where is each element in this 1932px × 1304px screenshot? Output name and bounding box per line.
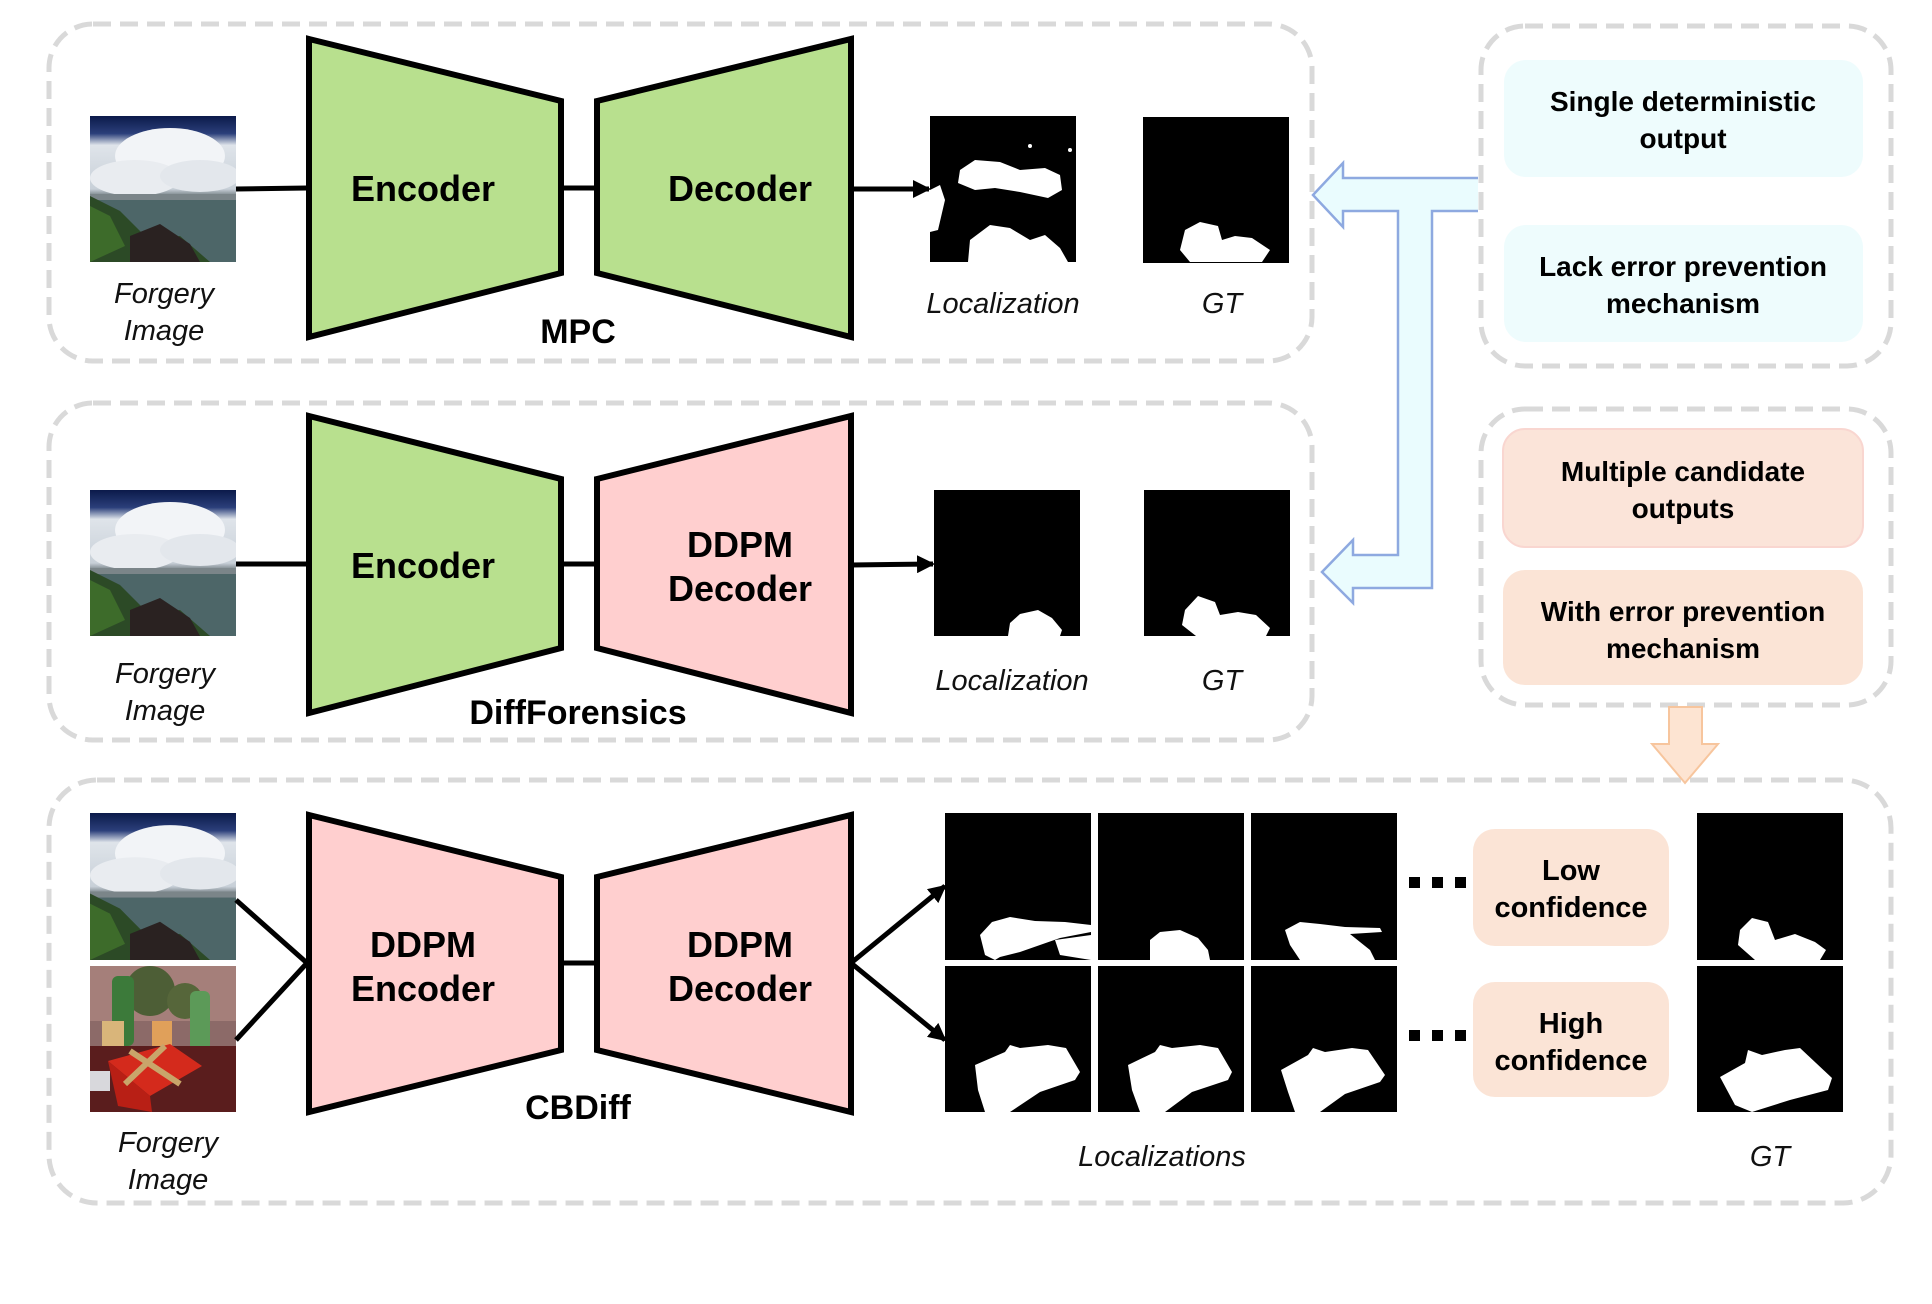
low-confidence-mask bbox=[945, 813, 1091, 960]
output-fork-arrow-down bbox=[849, 961, 947, 1042]
lack-error-line1: Lack error prevention bbox=[1539, 251, 1827, 282]
high-confidence-mask bbox=[945, 966, 1091, 1112]
orange-down-arrow bbox=[1649, 706, 1721, 785]
with-error-prevention-box bbox=[1503, 570, 1863, 685]
forgery-image-photo-2 bbox=[90, 966, 236, 1112]
multiple-candidate-line2: outputs bbox=[1632, 493, 1735, 524]
diffforensics-decoder-block bbox=[594, 412, 854, 717]
with-error-line1: With error prevention bbox=[1541, 596, 1825, 627]
forgery-label-line2: Image bbox=[128, 1164, 209, 1196]
forgery-label-line1: Forgery bbox=[115, 658, 216, 690]
cbdiff-encoder-block bbox=[306, 811, 564, 1116]
gt-label: GT bbox=[1750, 1141, 1793, 1173]
low-confidence-box bbox=[1473, 829, 1669, 946]
forgery-image-photo-1 bbox=[90, 813, 236, 960]
forgery-label-line1: Forgery bbox=[114, 278, 215, 310]
cbdiff-gt-mask-low bbox=[1697, 813, 1843, 960]
diffforensics-encoder-block bbox=[306, 412, 564, 717]
high-confidence-line2: confidence bbox=[1494, 1045, 1647, 1077]
high-confidence-line1: High bbox=[1539, 1008, 1603, 1040]
output-fork-arrow-up bbox=[849, 884, 947, 965]
candidate-container bbox=[1478, 406, 1894, 708]
mpc-encoder-label: Encoder bbox=[351, 168, 495, 209]
input-merge-line bbox=[234, 961, 309, 1042]
cbdiff-encoder-label-line2: Encoder bbox=[351, 968, 495, 1009]
diffforensics-container bbox=[46, 400, 1315, 743]
localization-label: Localization bbox=[935, 665, 1088, 697]
with-error-line2: mechanism bbox=[1606, 633, 1760, 664]
mpc-decoder-label: Decoder bbox=[668, 168, 812, 209]
cbdiff-title: CBDiff bbox=[525, 1089, 631, 1127]
diffforensics-decoder-label-line2: Decoder bbox=[668, 568, 812, 609]
low-confidence-line1: Low bbox=[1542, 855, 1600, 887]
single-deterministic-box bbox=[1504, 60, 1863, 177]
input-merge-line bbox=[234, 898, 309, 965]
cbdiff-decoder-block bbox=[594, 811, 854, 1116]
mpc-container bbox=[46, 21, 1315, 364]
single-deterministic-line1: Single deterministic bbox=[1550, 86, 1816, 117]
high-confidence-box bbox=[1473, 982, 1669, 1097]
lack-error-prevention-box bbox=[1504, 225, 1863, 342]
mpc-localization-mask bbox=[930, 116, 1076, 262]
ellipsis-low bbox=[1409, 877, 1466, 888]
forgery-label-line2: Image bbox=[125, 695, 206, 727]
forgery-image-photo bbox=[90, 116, 236, 262]
mpc-title: MPC bbox=[540, 313, 616, 351]
cbdiff-encoder-label-line1: DDPM bbox=[370, 924, 476, 965]
forgery-label-line2: Image bbox=[124, 315, 205, 347]
gt-label: GT bbox=[1202, 288, 1245, 320]
deterministic-container bbox=[1478, 23, 1894, 369]
multiple-candidate-line1: Multiple candidate bbox=[1561, 456, 1805, 487]
mpc-decoder-block bbox=[594, 35, 854, 341]
forgery-label-line1: Forgery bbox=[118, 1127, 219, 1159]
diffforensics-gt-mask bbox=[1144, 490, 1290, 636]
diffforensics-encoder-label: Encoder bbox=[351, 545, 495, 586]
diffforensics-decoder-label-line1: DDPM bbox=[687, 524, 793, 565]
low-confidence-mask bbox=[1251, 813, 1397, 960]
cbdiff-decoder-label-line1: DDPM bbox=[687, 924, 793, 965]
localization-label: Localization bbox=[926, 288, 1079, 320]
high-confidence-mask bbox=[1098, 966, 1244, 1112]
cbdiff-container bbox=[46, 777, 1894, 1206]
mpc-gt-mask bbox=[1143, 117, 1289, 263]
cbdiff-gt-mask-high bbox=[1697, 966, 1843, 1112]
cbdiff-decoder-label-line2: Decoder bbox=[668, 968, 812, 1009]
diffforensics-localization-mask bbox=[934, 490, 1080, 636]
connector-line bbox=[235, 185, 308, 192]
output-arrow bbox=[850, 555, 935, 574]
localizations-label: Localizations bbox=[1078, 1141, 1246, 1173]
blue-bracket-arrow bbox=[1311, 159, 1478, 607]
single-deterministic-line2: output bbox=[1639, 123, 1726, 154]
ellipsis-high bbox=[1409, 1030, 1466, 1041]
mpc-encoder-block bbox=[306, 35, 564, 341]
lack-error-line2: mechanism bbox=[1606, 288, 1760, 319]
low-confidence-mask bbox=[1098, 813, 1244, 960]
low-confidence-line2: confidence bbox=[1494, 892, 1647, 924]
forgery-image-photo bbox=[90, 490, 236, 636]
multiple-candidate-box bbox=[1502, 428, 1864, 548]
high-confidence-mask bbox=[1251, 966, 1397, 1112]
diffforensics-title: DiffForensics bbox=[469, 694, 686, 732]
gt-label: GT bbox=[1202, 665, 1245, 697]
